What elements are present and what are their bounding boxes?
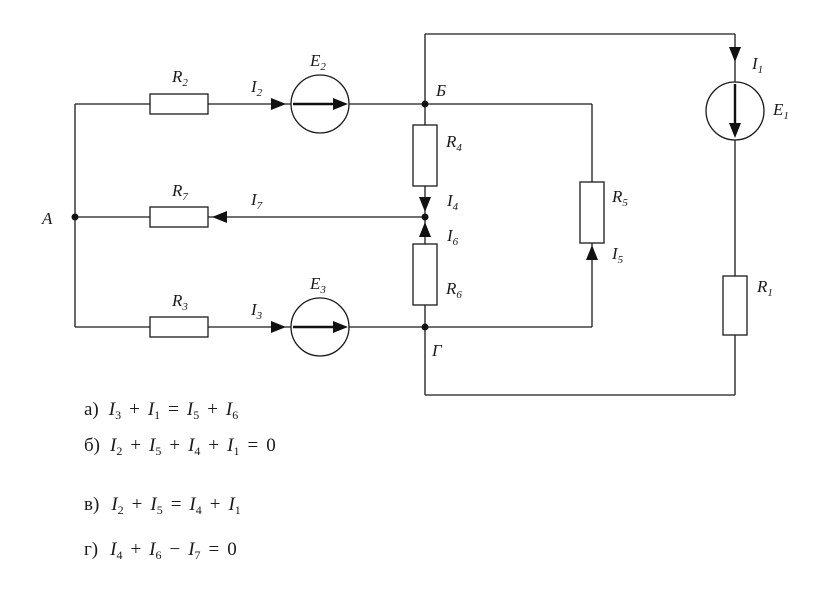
label-e2: E2 bbox=[309, 51, 326, 73]
node-g-dot bbox=[421, 323, 429, 331]
label-i2: I2 bbox=[250, 77, 263, 99]
source-e1 bbox=[705, 81, 765, 141]
label-i5: I5 bbox=[611, 244, 624, 266]
resistor-r6 bbox=[412, 243, 438, 306]
option-b[interactable]: б)I2+I5+I4+I1=0 bbox=[84, 435, 276, 458]
node-g-label: Г bbox=[431, 341, 443, 360]
resistor-r2 bbox=[149, 93, 209, 115]
node-a-dot bbox=[71, 213, 79, 221]
current-arrow-i4 bbox=[419, 197, 431, 212]
label-r4: R4 bbox=[445, 132, 462, 154]
label-i3: I3 bbox=[250, 300, 263, 322]
label-r6: R6 bbox=[445, 279, 462, 301]
node-mid-dot bbox=[421, 213, 429, 221]
current-arrow-i3 bbox=[271, 321, 286, 333]
current-arrow-i7 bbox=[212, 211, 227, 223]
node-b-dot bbox=[421, 100, 429, 108]
label-e3: E3 bbox=[309, 274, 326, 296]
label-e1: E1 bbox=[772, 100, 789, 122]
node-a-label: А bbox=[41, 209, 53, 228]
option-a[interactable]: а)I3+I1=I5+I6 bbox=[84, 399, 238, 422]
current-arrow-i1 bbox=[729, 47, 741, 62]
source-e3 bbox=[290, 297, 350, 357]
label-r3: R3 bbox=[171, 291, 188, 313]
current-arrow-i2 bbox=[271, 98, 286, 110]
resistor-r5 bbox=[579, 181, 605, 244]
source-e2 bbox=[290, 74, 350, 134]
option-c[interactable]: в)I2+I5=I4+I1 bbox=[84, 494, 241, 517]
resistor-r3 bbox=[149, 316, 209, 338]
label-i7: I7 bbox=[250, 190, 263, 212]
label-r5: R5 bbox=[611, 187, 628, 209]
node-b-label: Б bbox=[435, 81, 446, 100]
option-d[interactable]: г)I4+I6−I7=0 bbox=[84, 539, 237, 562]
label-r7: R7 bbox=[171, 181, 188, 203]
current-arrow-i5 bbox=[586, 245, 598, 260]
resistor-r1 bbox=[722, 275, 748, 336]
resistor-r7 bbox=[149, 206, 209, 228]
label-r1: R1 bbox=[756, 277, 773, 299]
answer-options: а)I3+I1=I5+I6 б)I2+I5+I4+I1=0 в)I2+I5=I4… bbox=[84, 399, 276, 562]
label-r2: R2 bbox=[171, 67, 188, 89]
label-i6: I6 bbox=[446, 226, 459, 248]
label-i1: I1 bbox=[751, 54, 763, 76]
label-i4: I4 bbox=[446, 191, 459, 213]
current-arrow-i6 bbox=[419, 222, 431, 237]
resistor-r4 bbox=[412, 124, 438, 187]
